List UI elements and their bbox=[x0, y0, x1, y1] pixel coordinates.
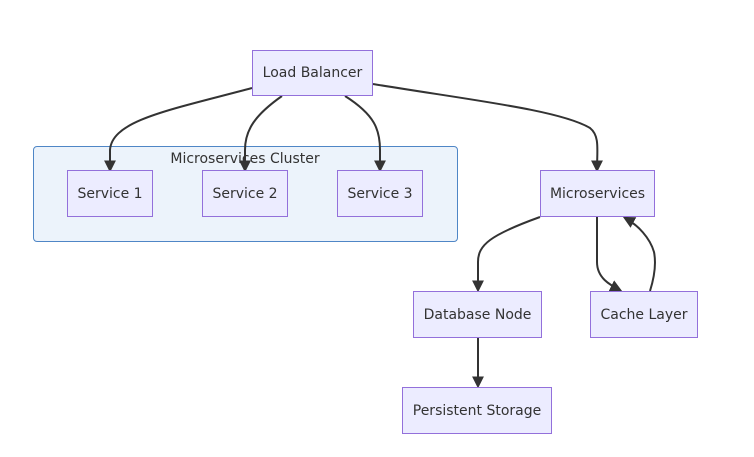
edge-loadbalancer-to-service3 bbox=[344, 95, 386, 173]
edge-loadbalancer-to-service1 bbox=[104, 87, 253, 173]
edge-loadbalancer-to-service2 bbox=[239, 95, 283, 173]
node-cache-layer[interactable]: Cache Layer bbox=[590, 291, 698, 338]
cluster-label: Microservices Cluster bbox=[170, 151, 320, 167]
node-microservices[interactable]: Microservices bbox=[540, 170, 655, 217]
node-database-node[interactable]: Database Node bbox=[413, 291, 542, 338]
edge-microservices-to-databasenode bbox=[472, 216, 541, 293]
node-persistent-storage[interactable]: Persistent Storage bbox=[402, 387, 552, 434]
node-service-1[interactable]: Service 1 bbox=[67, 170, 153, 217]
edge-loadbalancer-to-microservices bbox=[372, 83, 604, 173]
edge-microservices-to-cachelayer bbox=[596, 217, 623, 292]
node-service-2[interactable]: Service 2 bbox=[202, 170, 288, 217]
node-load-balancer[interactable]: Load Balancer bbox=[252, 50, 373, 96]
edge-cachelayer-to-microservices bbox=[622, 216, 656, 292]
node-service-3[interactable]: Service 3 bbox=[337, 170, 423, 217]
